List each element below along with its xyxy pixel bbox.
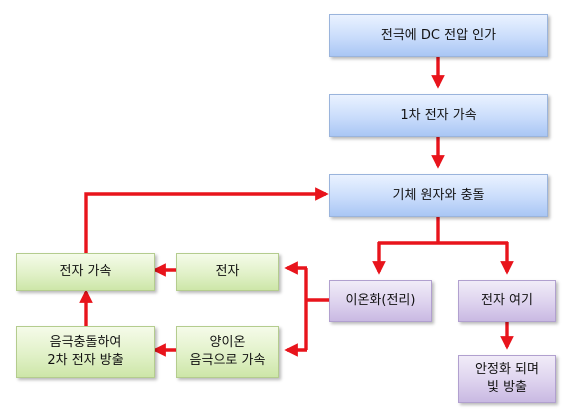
box-cation-accel: 양이온 음극으로 가속 [176, 326, 279, 378]
box-collision: 기체 원자와 충돌 [329, 174, 548, 217]
arrow-loop-to-collision [84, 187, 329, 253]
box-electron: 전자 [176, 253, 279, 291]
box-primary-accel: 1차 전자 가속 [329, 94, 548, 137]
box-voltage: 전극에 DC 전압 인가 [329, 14, 548, 57]
box-ionization: 이온화(전리) [329, 280, 432, 322]
box-secondary-emission: 음극충돌하여 2차 전자 방출 [16, 326, 155, 378]
box-excitation: 전자 여기 [458, 280, 556, 322]
box-light-emission: 안정화 되며 빛 방출 [458, 355, 556, 403]
box-electron-accel: 전자 가속 [16, 253, 155, 291]
